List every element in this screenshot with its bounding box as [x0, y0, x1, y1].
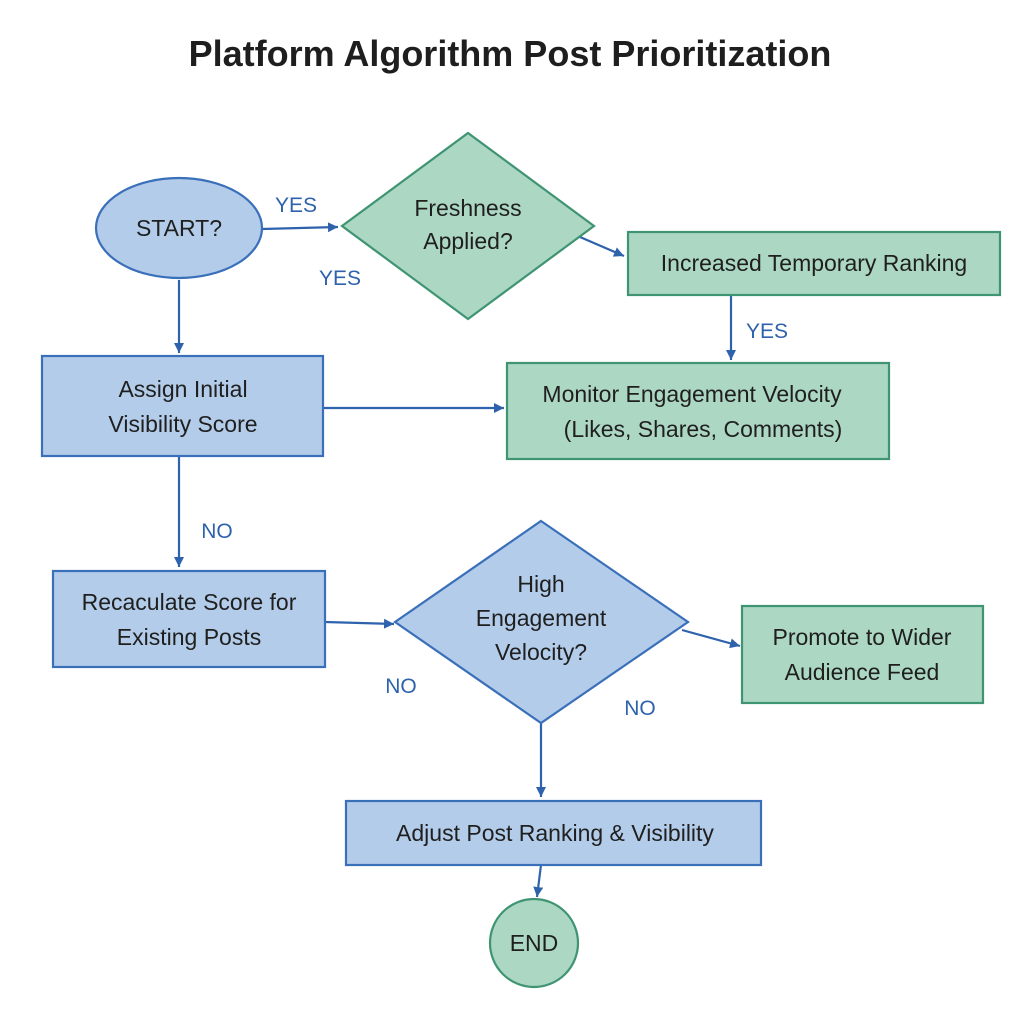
promote-label-line2: Audience Feed	[785, 659, 940, 685]
freshness-diamond	[340, 131, 596, 321]
end-node: END	[488, 897, 580, 989]
edge-label-no: NO	[201, 520, 233, 543]
start-label: START?	[136, 215, 222, 241]
edges	[174, 222, 741, 898]
high-engagement-label-line3: Velocity?	[495, 639, 587, 665]
high-engagement-decision-node: High Engagement Velocity?	[393, 519, 690, 725]
adjust-ranking-node: Adjust Post Ranking & Visibility	[344, 799, 763, 867]
monitor-label-line2: (Likes, Shares, Comments)	[564, 416, 843, 442]
increased-ranking-node: Increased Temporary Ranking	[626, 230, 1002, 297]
edge-label-no: NO	[385, 675, 417, 698]
end-circle	[488, 897, 580, 989]
page-title: Platform Algorithm Post Prioritization	[189, 33, 832, 74]
assign-score-label-line1: Assign Initial	[118, 376, 247, 402]
recalculate-label-line2: Existing Posts	[117, 624, 261, 650]
edge-label-yes: YES	[746, 320, 788, 343]
freshness-decision-node: Freshness Applied?	[340, 131, 596, 321]
adjust-ranking-box	[344, 799, 763, 867]
recalculate-score-node: Recaculate Score for Existing Posts	[51, 569, 327, 669]
high-engagement-label-line1: High	[517, 571, 564, 597]
adjust-ranking-label: Adjust Post Ranking & Visibility	[396, 820, 714, 846]
promote-label-line1: Promote to Wider	[773, 624, 952, 650]
monitor-engagement-node: Monitor Engagement Velocity (Likes, Shar…	[505, 361, 891, 461]
edge-label-no: NO	[624, 697, 656, 720]
monitor-label-line1: Monitor Engagement Velocity	[542, 381, 842, 407]
assign-score-node: Assign Initial Visibility Score	[40, 354, 325, 458]
start-node: START?	[94, 176, 264, 280]
promote-node: Promote to Wider Audience Feed	[740, 604, 985, 705]
edge-recalculate-to-decision	[324, 618, 395, 629]
monitor-engagement-box	[505, 361, 891, 461]
increased-ranking-label: Increased Temporary Ranking	[661, 250, 967, 276]
assign-score-label-line2: Visibility Score	[108, 411, 257, 437]
start-oval	[94, 176, 264, 280]
freshness-label-line1: Freshness	[414, 195, 521, 221]
promote-box	[740, 604, 985, 705]
edge-decision-to-promote	[681, 628, 741, 649]
edge-label-yes: YES	[275, 194, 317, 217]
edge-adjust-to-end	[533, 864, 544, 898]
freshness-label-line2: Applied?	[423, 228, 513, 254]
recalculate-label-line1: Recaculate Score for	[82, 589, 297, 615]
edge-freshness-to-ranking	[579, 235, 625, 258]
end-label: END	[510, 930, 559, 956]
edge-label-yes: YES	[319, 267, 361, 290]
high-engagement-label-line2: Engagement	[476, 605, 607, 631]
high-engagement-diamond	[393, 519, 690, 725]
edge-start-to-freshness	[261, 222, 339, 233]
increased-ranking-box	[626, 230, 1002, 297]
assign-score-box	[40, 354, 325, 458]
recalculate-score-box	[51, 569, 327, 669]
